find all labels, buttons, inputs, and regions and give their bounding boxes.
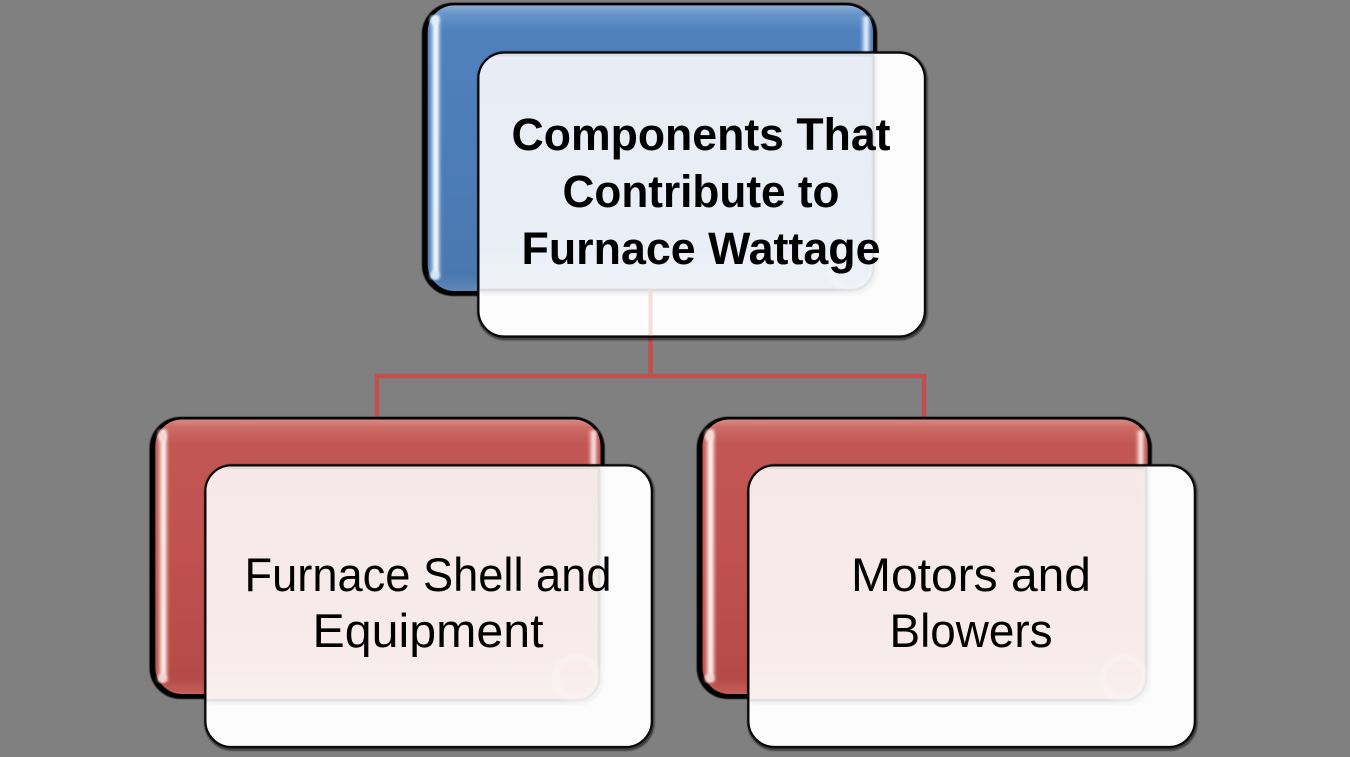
svg-text:Furnace Wattage: Furnace Wattage <box>522 223 881 274</box>
svg-text:Equipment: Equipment <box>313 604 544 657</box>
svg-text:Blowers: Blowers <box>890 604 1053 657</box>
svg-text:Contribute to: Contribute to <box>563 166 840 217</box>
svg-text:Furnace Shell and: Furnace Shell and <box>245 548 612 601</box>
svg-text:Components That: Components That <box>512 109 891 160</box>
svg-text:Motors and: Motors and <box>851 548 1091 601</box>
